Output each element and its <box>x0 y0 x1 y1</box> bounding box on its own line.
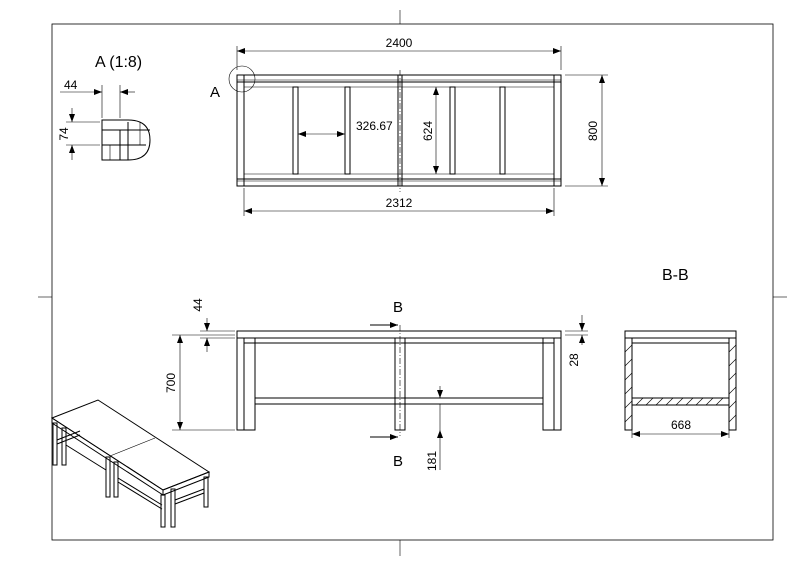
dim-overall-length <box>236 46 562 70</box>
dim-overall-length-text: 2400 <box>386 36 413 50</box>
dim-plate-thickness <box>565 315 588 345</box>
detail-a-view <box>101 119 151 161</box>
front-view <box>236 325 562 436</box>
dim-detail-width <box>60 85 135 118</box>
section-view <box>624 330 737 431</box>
dim-inner-length-text: 2312 <box>386 196 413 210</box>
sheet-frame <box>38 10 787 556</box>
dim-detail-height-text: 74 <box>57 127 71 141</box>
section-title: B-B <box>662 267 689 284</box>
dim-detail-width-text: 44 <box>64 78 78 92</box>
dim-height <box>172 334 235 431</box>
detail-callout-circle <box>228 65 256 93</box>
dim-height-text: 700 <box>164 373 178 393</box>
top-view <box>228 65 562 192</box>
dim-depth-text: 800 <box>586 121 600 141</box>
detail-callout-label: A <box>210 84 220 101</box>
section-marker-bottom-label: B <box>393 453 403 470</box>
dim-bay-spacing-text: 326.67 <box>356 119 393 133</box>
dim-section-inner-width-text: 668 <box>671 418 691 432</box>
dim-depth <box>565 74 608 187</box>
dim-top-thickness-text: 44 <box>191 298 205 312</box>
dim-detail-height <box>66 108 100 160</box>
isometric-view <box>50 399 211 528</box>
dim-section-inner-width <box>631 430 730 438</box>
dim-top-thickness <box>200 318 235 352</box>
section-marker-top-label: B <box>393 299 403 316</box>
dim-rail-offset-text: 181 <box>425 451 439 471</box>
dim-inner-depth-text: 624 <box>421 121 435 141</box>
dim-plate-thickness-text: 28 <box>567 353 581 367</box>
detail-title: A (1:8) <box>95 54 142 71</box>
dim-inner-length <box>243 188 555 216</box>
